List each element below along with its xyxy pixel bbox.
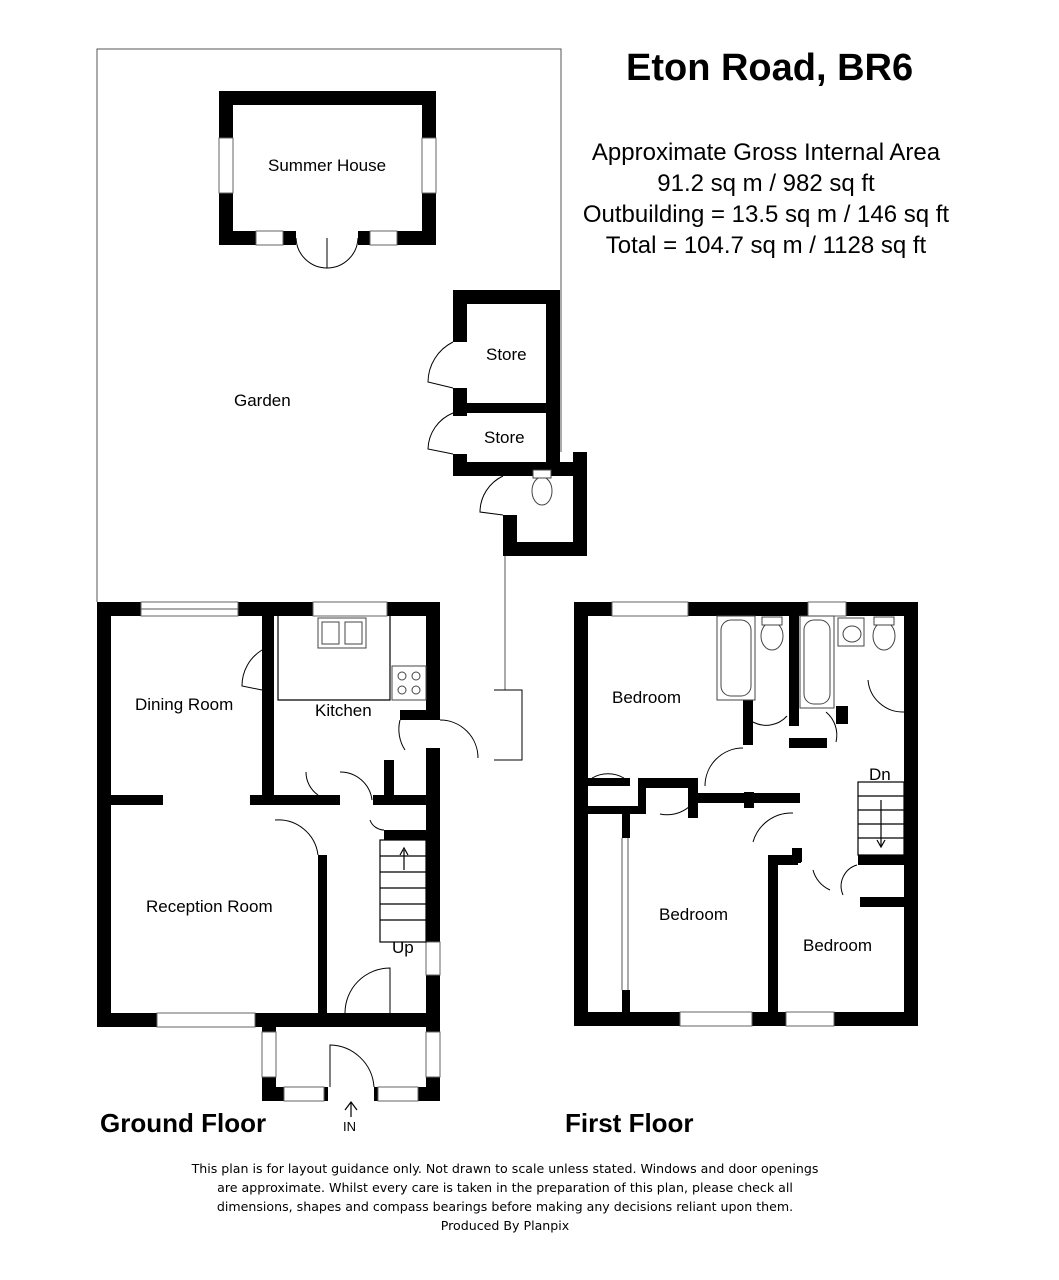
ground-floor-label: Ground Floor — [100, 1108, 267, 1138]
area-internal-value: 91.2 sq m / 982 sq ft — [657, 170, 875, 197]
disclaimer-line-2: are approximate. Whilst every care is ta… — [217, 1180, 793, 1195]
room-dining-room: Dining Room — [135, 695, 234, 714]
area-internal-label: Approximate Gross Internal Area — [591, 139, 941, 166]
room-bedroom-2: Bedroom — [659, 905, 728, 924]
room-summer-house: Summer House — [268, 156, 387, 175]
first-floor-outline — [574, 601, 918, 1027]
disclaimer-line-1: This plan is for layout guidance only. N… — [191, 1161, 819, 1176]
property-title: Eton Road, BR6 — [626, 47, 914, 89]
room-bedroom-3: Bedroom — [803, 936, 872, 955]
entrance-label: IN — [343, 1119, 356, 1134]
producer-credit: Produced By Planpix — [440, 1218, 570, 1233]
area-total: Total = 104.7 sq m / 1128 sq ft — [605, 232, 927, 259]
disclaimer-line-3: dimensions, shapes and compass bearings … — [216, 1199, 794, 1214]
room-kitchen: Kitchen — [315, 701, 372, 720]
room-garden: Garden — [234, 391, 291, 410]
area-outbuilding: Outbuilding = 13.5 sq m / 146 sq ft — [582, 201, 950, 228]
room-reception-room: Reception Room — [146, 897, 273, 916]
room-bedroom-1: Bedroom — [612, 688, 681, 707]
stairs-down-label: Dn — [869, 765, 891, 784]
ground-floor-outline — [97, 601, 523, 1117]
garden-boundary — [96, 48, 562, 690]
stores-outline — [427, 290, 587, 556]
room-store-lower: Store — [484, 428, 525, 447]
summer-house-outline — [218, 91, 437, 269]
first-floor-label: First Floor — [565, 1108, 694, 1138]
stairs-up-label: Up — [392, 938, 414, 957]
room-store-upper: Store — [486, 345, 527, 364]
